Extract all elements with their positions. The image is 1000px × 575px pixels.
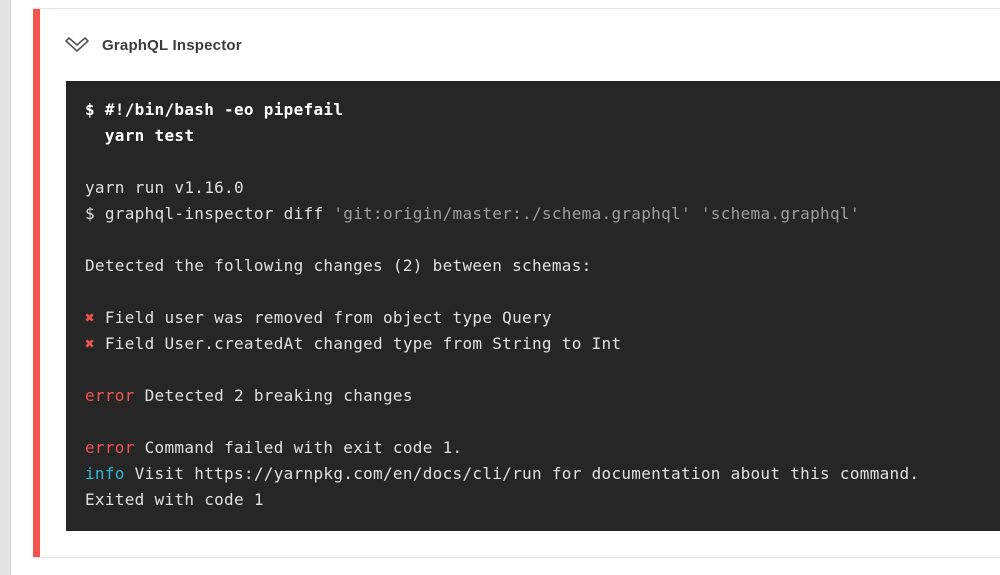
build-step-card: GraphQL Inspector $ #!/bin/bash -eo pipe… [33, 8, 1000, 558]
terminal-line [85, 227, 1000, 253]
terminal-line [85, 279, 1000, 305]
terminal-line: error Command failed with exit code 1. [85, 438, 463, 457]
terminal-line [85, 409, 1000, 435]
terminal-line [85, 149, 1000, 175]
terminal-line: yarn run v1.16.0 [85, 178, 244, 197]
terminal-line: $ #!/bin/bash -eo pipefail [85, 100, 344, 119]
step-header[interactable]: GraphQL Inspector [40, 9, 1000, 81]
chevron-down-icon[interactable] [64, 36, 90, 54]
terminal-line: error Detected 2 breaking changes [85, 386, 413, 405]
step-title: GraphQL Inspector [102, 36, 242, 54]
terminal-line: ✖ Field User.createdAt changed type from… [85, 334, 622, 353]
terminal-line: ✖ Field user was removed from object typ… [85, 308, 552, 327]
page-left-strip [0, 0, 11, 575]
terminal-line: Detected the following changes (2) betwe… [85, 256, 592, 275]
terminal-line [85, 357, 1000, 383]
card-inner: GraphQL Inspector $ #!/bin/bash -eo pipe… [40, 9, 1000, 557]
terminal-line: $ graphql-inspector diff 'git:origin/mas… [85, 204, 860, 223]
failed-step-accent-bar [33, 9, 40, 557]
terminal-output: $ #!/bin/bash -eo pipefail yarn test yar… [66, 81, 1000, 531]
terminal-line: info Visit https://yarnpkg.com/en/docs/c… [85, 464, 920, 483]
terminal-line: Exited with code 1 [85, 490, 264, 509]
terminal-line: yarn test [85, 126, 195, 145]
